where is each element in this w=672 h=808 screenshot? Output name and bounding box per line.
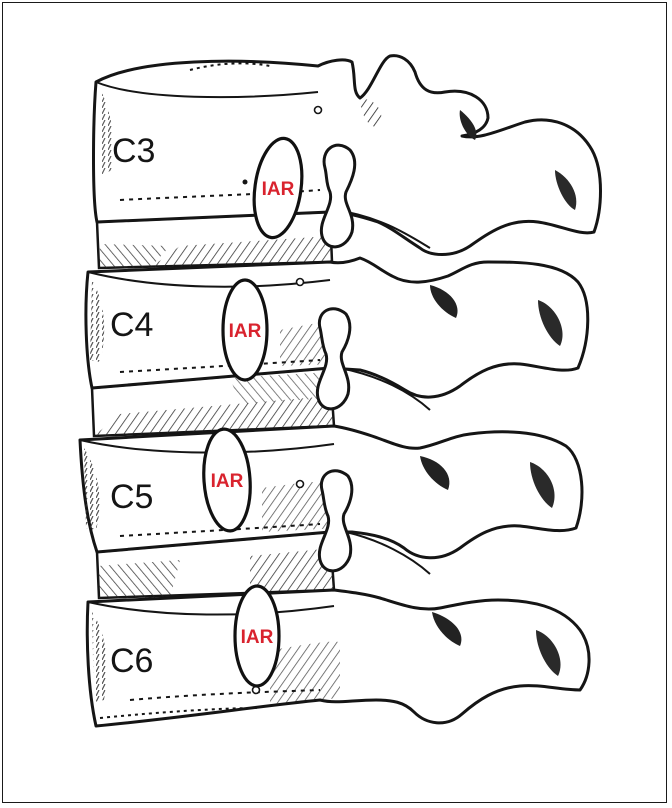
iar-c6: IAR [235,586,279,686]
label-c5: C5 [110,478,153,516]
iar-label-c4: IAR [229,321,262,342]
label-c4: C4 [110,306,153,344]
iar-label-c6: IAR [241,627,274,648]
iar-label-c5: IAR [211,471,244,492]
vertebra-c6 [87,590,589,726]
iar-c4: IAR [223,280,267,380]
iar-label-c3: IAR [262,179,295,200]
label-c3: C3 [112,132,155,170]
label-c6: C6 [110,642,153,680]
